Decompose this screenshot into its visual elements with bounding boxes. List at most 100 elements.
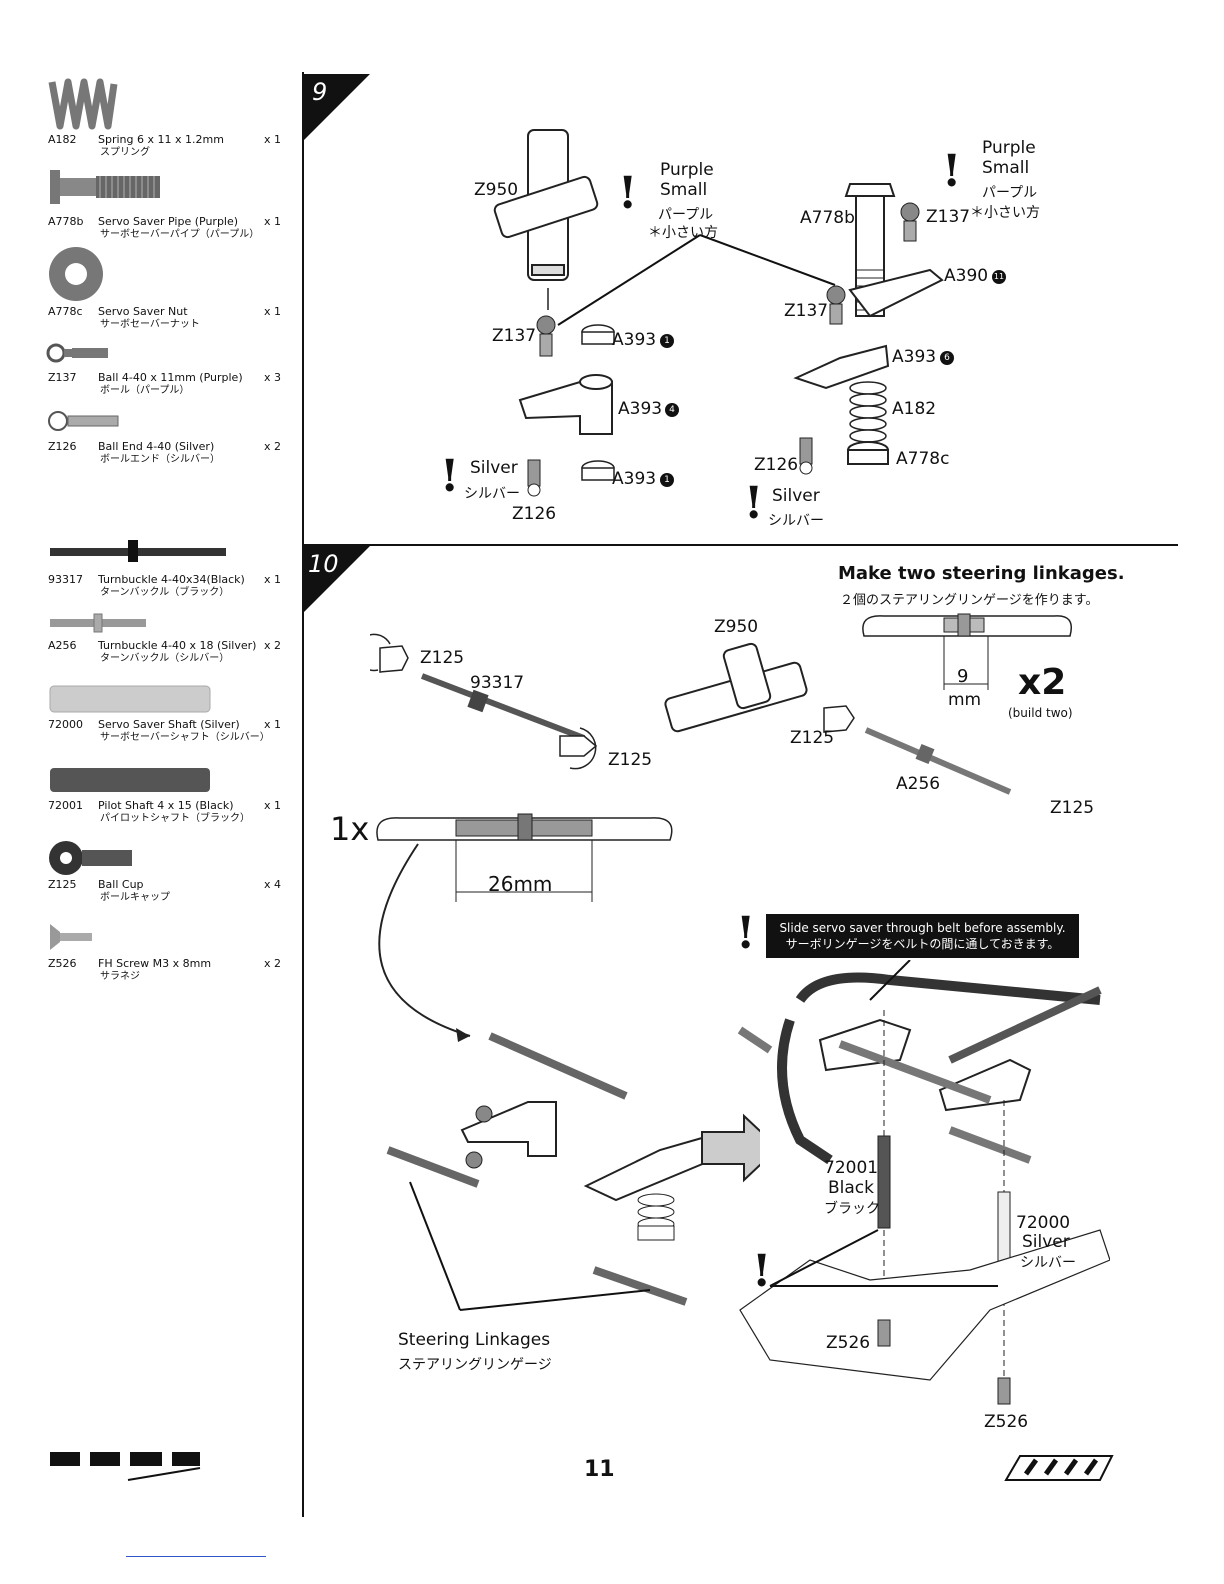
fh-screw-icon xyxy=(50,924,92,950)
part-label: A778b xyxy=(800,208,855,228)
part-code: A182 xyxy=(48,133,77,146)
rs4-rack-logo xyxy=(1004,1455,1114,1481)
warning-icon: ! xyxy=(440,451,460,502)
part-label: Z126 xyxy=(512,504,557,524)
warning-icon: ! xyxy=(736,908,756,959)
part-label: A256 xyxy=(896,774,941,794)
part-label: Z137 xyxy=(926,207,971,227)
part-name: Turnbuckle 4-40 x 18 (Silver) xyxy=(98,639,257,652)
ball-cup-icon xyxy=(49,841,132,875)
belt-note-box: Slide servo saver through belt before as… xyxy=(766,914,1079,958)
part-label: Z126 xyxy=(754,455,799,475)
part-name-jp: ターンバックル（ブラック） xyxy=(100,587,230,598)
part-label: A390 xyxy=(944,266,989,286)
part-label: Z526 xyxy=(826,1333,871,1353)
ball-end-icon xyxy=(48,411,119,431)
belt-note: Slide servo saver through belt before as… xyxy=(779,921,1066,935)
warning-icon: ! xyxy=(744,478,764,529)
part-label: Z526 xyxy=(984,1412,1029,1432)
steering-assembly-diagram xyxy=(378,843,760,1311)
part-name-jp: サーボセーバーシャフト（シルバー） xyxy=(100,732,270,743)
part-code: 72001 xyxy=(48,799,83,812)
part-label: Z125 xyxy=(1050,798,1095,818)
part-name: FH Screw M3 x 8mm xyxy=(98,957,212,970)
part-code: Z126 xyxy=(48,440,77,453)
step-9-diagram xyxy=(493,129,944,497)
part-name-jp: ターンバックル（シルバー） xyxy=(100,653,230,664)
quantity-multiplier: x2 xyxy=(1018,662,1067,703)
part-code: Z137 xyxy=(48,371,77,384)
small-label-jp: ＊小さい方 xyxy=(648,225,718,241)
warning-icon: ! xyxy=(618,168,638,219)
part-label: Z137 xyxy=(492,326,537,346)
part-name: Ball 4-40 x 11mm (Purple) xyxy=(98,371,243,384)
part-qty: x 1 xyxy=(264,305,282,318)
shaft-color: Black xyxy=(828,1178,874,1198)
part-label: A393 xyxy=(892,347,937,367)
linkage-assembly-diagram xyxy=(370,633,1012,795)
part-code: Z526 xyxy=(48,957,77,970)
build-two-note: (build two) xyxy=(1008,706,1073,720)
pilot-shaft-icon xyxy=(50,768,210,792)
ball-stud-illustration xyxy=(536,315,556,357)
ball-stud-icon xyxy=(46,343,108,363)
step-heading: Make two steering linkages. xyxy=(838,563,1125,584)
step-number: 9 xyxy=(312,78,328,106)
circled-number: 4 xyxy=(665,403,679,417)
part-name-jp: ボール（パープル） xyxy=(100,385,190,396)
part-label: Z950 xyxy=(474,180,519,200)
part-label: A778c xyxy=(896,449,950,469)
step-heading-jp: ２個のステアリングリンゲージを作ります。 xyxy=(840,593,1099,608)
servo-saver-nut-icon xyxy=(49,247,103,301)
dimension-26: 26mm xyxy=(488,872,553,896)
steering-linkages-label: Steering Linkages xyxy=(398,1330,551,1350)
vertical-divider xyxy=(302,72,304,1517)
purple-label: Purple xyxy=(660,160,714,180)
part-code: A778c xyxy=(48,305,83,318)
part-code: 72000 xyxy=(48,718,83,731)
servo-saver-pipe-icon xyxy=(50,170,160,204)
part-code: 93317 xyxy=(48,573,83,586)
part-code: A778b xyxy=(48,215,84,228)
part-qty: x 2 xyxy=(264,639,282,652)
part-qty: x 2 xyxy=(264,440,282,453)
part-name: Ball End 4-40 (Silver) xyxy=(98,440,215,453)
step-9-marker xyxy=(304,74,370,140)
part-name: Ball Cup xyxy=(98,878,144,891)
part-label: A393 xyxy=(618,399,663,419)
part-name: Servo Saver Nut xyxy=(98,305,188,318)
turnbuckle-silver-icon xyxy=(50,613,146,633)
part-name-jp: サラネジ xyxy=(100,971,140,982)
part-name-jp: サーボセーバーナット xyxy=(100,319,200,330)
small-label: Small xyxy=(982,158,1030,178)
hpi-racing-logo xyxy=(50,1448,201,1481)
part-name: Servo Saver Pipe (Purple) xyxy=(98,215,239,228)
part-label: Z950 xyxy=(714,617,759,637)
part-name: Servo Saver Shaft (Silver) xyxy=(98,718,240,731)
shaft-color-jp: シルバー xyxy=(1020,1255,1076,1271)
chassis-assembly-diagram xyxy=(737,960,1110,1405)
step-number: 10 xyxy=(308,550,339,578)
quantity-one: 1x xyxy=(330,810,370,848)
part-label: Z125 xyxy=(790,728,835,748)
warning-icon: ! xyxy=(752,1246,772,1297)
silver-label-jp: シルバー xyxy=(768,513,824,529)
part-name-jp: ボールエンド（シルバー） xyxy=(100,454,220,465)
purple-label-jp: パープル xyxy=(982,185,1038,201)
circled-number: 11 xyxy=(992,270,1006,284)
belt-note-jp: サーボリンゲージをベルトの間に通しておきます。 xyxy=(785,937,1060,951)
small-label: Small xyxy=(660,180,708,200)
part-qty: x 1 xyxy=(264,133,282,146)
page-number: 11 xyxy=(584,1457,615,1482)
part-qty: x 4 xyxy=(264,878,282,891)
part-label: A182 xyxy=(892,399,937,419)
part-name-jp: パイロットシャフト（ブラック） xyxy=(100,813,250,824)
shaft-color-jp: ブラック xyxy=(824,1201,880,1217)
footer-link-rule xyxy=(126,1556,266,1557)
part-qty: x 2 xyxy=(264,957,282,970)
part-code: A256 xyxy=(48,639,77,652)
small-label-jp: ＊小さい方 xyxy=(970,205,1040,221)
step-divider xyxy=(304,544,1178,546)
circled-number: 1 xyxy=(660,473,674,487)
cross-wrench-illustration xyxy=(493,129,599,281)
